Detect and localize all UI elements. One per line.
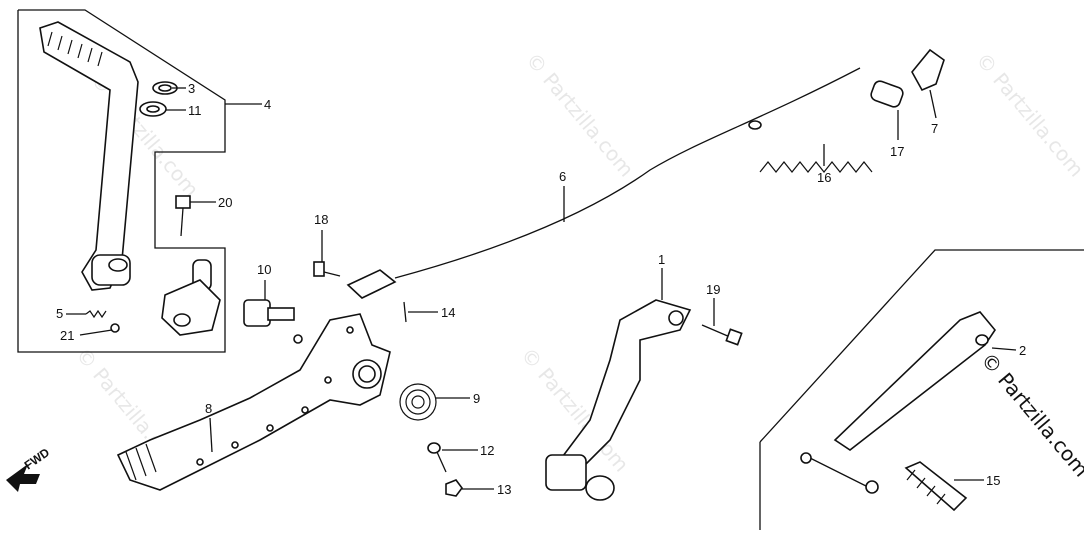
kick-starter-arm: [39, 21, 139, 291]
bolt-18: [313, 261, 341, 277]
assembly-outline-2: [759, 249, 1084, 530]
spring-16: [759, 161, 873, 173]
callout-15: 15: [986, 473, 1000, 488]
ball-21: [110, 323, 120, 333]
brake-pedal-8: [116, 313, 391, 491]
callout-14: 14: [441, 305, 455, 320]
rubber-15: [904, 461, 968, 512]
callout-6: 6: [559, 169, 566, 184]
callout-11: 11: [188, 103, 202, 118]
callout-1: 1: [658, 252, 665, 267]
callout-20: 20: [218, 195, 232, 210]
callout-16: 16: [817, 170, 831, 185]
split-pin-14: [403, 301, 407, 323]
leader-lines: [66, 87, 1017, 490]
joint-17: [870, 80, 904, 108]
callout-19: 19: [706, 282, 720, 297]
bolt-19: [701, 324, 743, 346]
callout-21: 21: [60, 328, 74, 343]
watermark: © Partzilla.com: [521, 48, 639, 182]
brake-rod-6: [346, 67, 861, 299]
bolt-20: [175, 195, 191, 237]
callouts: 3 11 4 20 5 21 10 18 6 16 17 7 14 8 9 12…: [56, 81, 1026, 497]
watermark: © Partzilla.com: [976, 348, 1084, 482]
callout-7: 7: [931, 121, 938, 136]
fwd-arrow-icon: FWD: [6, 445, 52, 492]
nut-13: [445, 479, 463, 497]
fwd-label: FWD: [22, 445, 53, 472]
callout-13: 13: [497, 482, 511, 497]
callout-3: 3: [188, 81, 195, 96]
callout-18: 18: [314, 212, 328, 227]
kick-pivot: [161, 259, 221, 336]
change-arm-2: [800, 311, 996, 494]
watermark: © Partzilla.com: [971, 48, 1084, 182]
callout-12: 12: [480, 443, 494, 458]
washer-11: [139, 101, 167, 117]
callout-17: 17: [890, 144, 904, 159]
spring-5: [85, 309, 107, 319]
pivot-bolt-10: [243, 299, 303, 344]
bolt-12: [427, 442, 447, 473]
callout-5: 5: [56, 306, 63, 321]
wing-nut-7: [911, 48, 945, 92]
callout-2: 2: [1019, 343, 1026, 358]
return-spring-9: [399, 383, 437, 421]
assembly-outline-4: [17, 9, 226, 353]
change-pedal-1: [545, 299, 692, 501]
callout-8: 8: [205, 401, 212, 416]
callout-10: 10: [257, 262, 271, 277]
callout-4: 4: [264, 97, 271, 112]
callout-9: 9: [473, 391, 480, 406]
